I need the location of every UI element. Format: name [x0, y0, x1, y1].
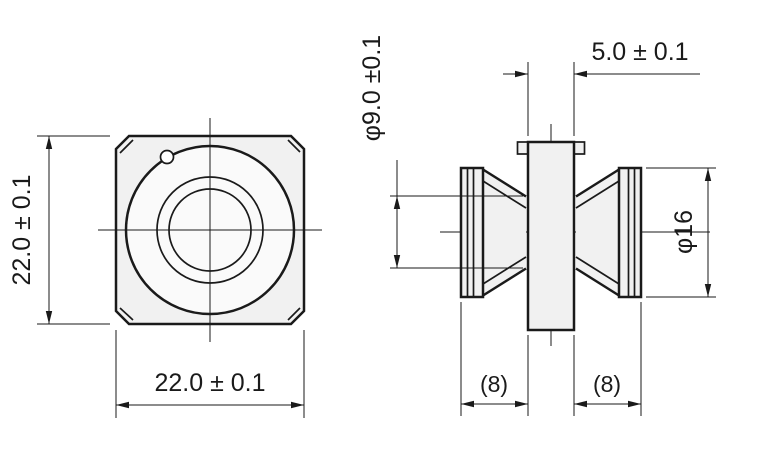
arrowhead-right: [515, 400, 528, 408]
arrowhead-left: [461, 400, 474, 408]
flange-dia-dim-label: φ16: [670, 210, 698, 254]
arrowhead-up: [704, 168, 712, 181]
right-section-dimension: (8): [573, 302, 642, 416]
arrowhead-right: [628, 400, 641, 408]
front-corner-edge-bottom-left: [119, 307, 134, 321]
left-cone-bottom-inner: [482, 256, 527, 285]
arrowhead-up: [393, 196, 401, 209]
front-corner-edge-top-left: [119, 139, 134, 154]
front-height-dim-label: 22.0 ± 0.1: [8, 174, 36, 285]
front-width-dim-label: 22.0 ± 0.1: [154, 369, 265, 397]
arrowhead-down: [393, 255, 401, 268]
arrowhead-left: [116, 401, 129, 409]
hub-width-dimension: 5.0 ± 0.1: [503, 38, 700, 136]
left-section-dimension: (8): [460, 302, 529, 416]
left-cone-top-inner: [482, 180, 527, 209]
side-view: [440, 124, 710, 346]
right-section-dim-label: (8): [593, 371, 621, 397]
left-rim: [459, 166, 485, 299]
hub-width-dim-label: 5.0 ± 0.1: [591, 38, 688, 66]
left-cone-top-outer: [482, 168, 527, 198]
arrowhead-right: [291, 401, 304, 409]
arrowhead-left: [574, 400, 587, 408]
left-cone-face: [483, 169, 526, 296]
flange-diameter-dimension: φ16: [646, 167, 716, 298]
right-cone-face: [576, 169, 619, 296]
front-index-hole: [159, 149, 175, 165]
arrowhead-right: [515, 70, 528, 78]
arrowhead-up: [45, 136, 53, 149]
front-view: [98, 118, 322, 342]
front-width-dimension: 22.0 ± 0.1: [115, 330, 305, 418]
right-cone-top-outer: [575, 168, 620, 198]
hub-tab-right: [573, 141, 586, 155]
arrowhead-left: [574, 70, 587, 78]
hub-tab-left: [516, 141, 529, 155]
right-cone-bottom-outer: [575, 267, 620, 297]
front-height-dimension: 22.0 ± 0.1: [8, 135, 110, 325]
arrowhead-down: [704, 284, 712, 297]
right-rim: [617, 166, 643, 299]
arrowhead-down: [45, 311, 53, 324]
left-section-dim-label: (8): [480, 371, 508, 397]
left-cone-bottom-outer: [482, 267, 527, 297]
right-cone-bottom-inner: [575, 256, 620, 285]
groove-diameter-dimension: φ9.0 ±0.1: [358, 35, 523, 269]
front-corner-edge-bottom-right: [287, 307, 301, 321]
hub-body: [526, 140, 576, 332]
groove-dia-dim-label: φ9.0 ±0.1: [358, 35, 386, 141]
right-cone-top-inner: [575, 180, 620, 209]
front-corner-edge-top-right: [287, 139, 301, 153]
